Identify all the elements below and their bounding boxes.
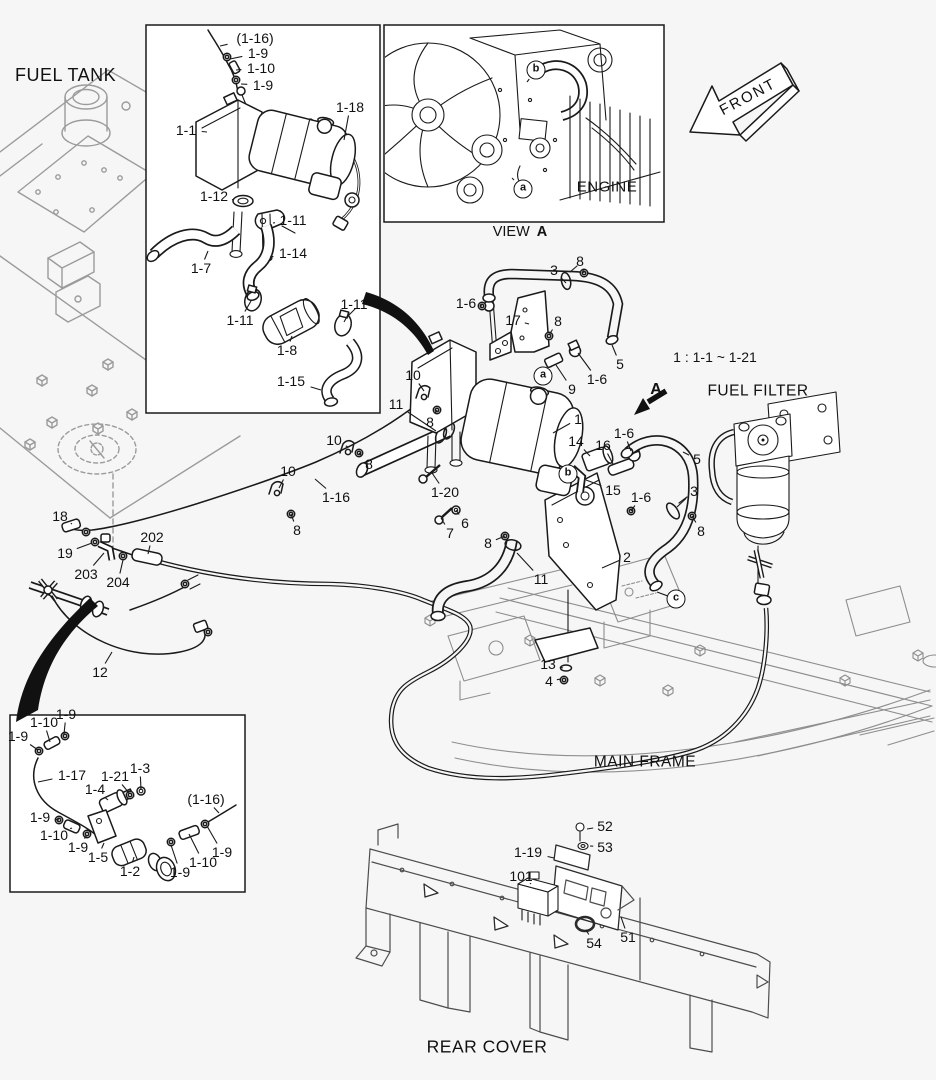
main-frame-art: [424, 553, 936, 773]
front-arrow: [689, 62, 800, 142]
rear-cover-art: [355, 822, 771, 1053]
pickup-inset-box: [9, 714, 246, 893]
fuel-tank-art: [0, 69, 241, 553]
swoosh-arrows: [16, 292, 668, 722]
mount-plate-art: [534, 472, 621, 685]
detail-inset-box: [145, 24, 381, 414]
engine-view-box: [383, 24, 665, 223]
fuel-filter-art: [708, 391, 841, 606]
leader-lines: [29, 43, 697, 935]
